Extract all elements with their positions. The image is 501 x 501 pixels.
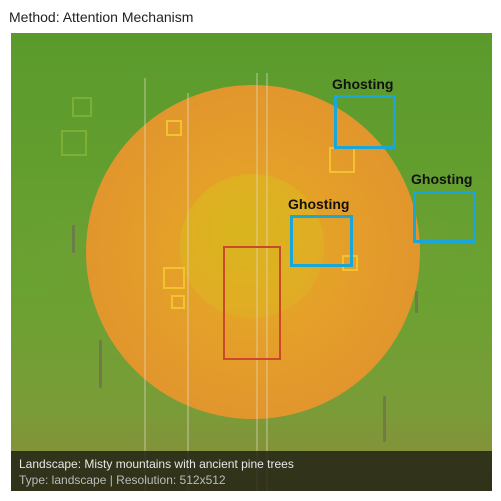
attention-visualization: Ghosting Ghosting Ghosting Landscape: Mi… [11,33,492,491]
vertical-streak [266,73,268,491]
tree-trunk [415,291,418,313]
ghosting-label: Ghosting [288,196,350,212]
tree-trunk [72,225,75,253]
faint-detection-box [72,97,92,117]
attention-box [163,267,185,289]
ghosting-box [334,95,396,149]
ghosting-box [290,215,353,267]
ghosting-box [413,191,476,243]
vertical-streak [256,73,258,491]
caption-bar: Landscape: Misty mountains with ancient … [11,451,492,491]
attention-box [171,295,185,309]
caption-meta: Type: landscape | Resolution: 512x512 [19,473,226,487]
tree-trunk [99,340,102,388]
ghosting-label: Ghosting [411,171,473,187]
focus-box [223,246,281,360]
caption-title: Landscape: Misty mountains with ancient … [19,457,294,471]
tree-trunk [383,396,386,442]
vertical-streak [144,78,146,491]
vertical-streak [187,93,189,491]
attention-box [166,120,182,136]
method-title: Method: Attention Mechanism [9,9,194,25]
faint-detection-box [61,130,87,156]
ghosting-label: Ghosting [332,76,394,92]
attention-box [329,147,355,173]
